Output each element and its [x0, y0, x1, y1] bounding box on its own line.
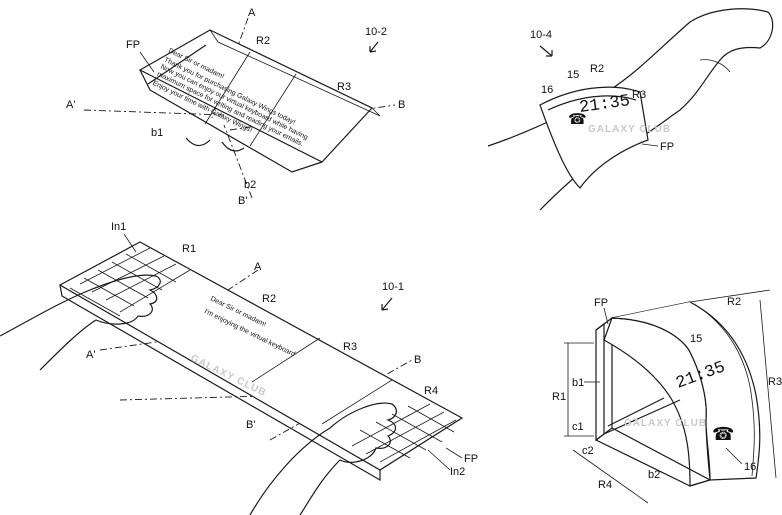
dim-r3	[759, 299, 777, 479]
label-b: B	[398, 99, 405, 111]
label-r3: R3	[768, 376, 782, 388]
axis-a-line	[211, 17, 249, 119]
label-c2: c2	[582, 445, 594, 457]
axis-a-prime-line	[83, 109, 225, 116]
label-b-prime: B'	[238, 195, 247, 207]
curved-display-front	[611, 301, 761, 481]
dim-r4	[572, 449, 649, 504]
label-16: 16	[744, 461, 756, 473]
figure-10-2: Dear Sir or madam! Thank you for purchas…	[66, 7, 405, 207]
axis-b-prime-line	[223, 124, 253, 199]
label-15: 15	[567, 69, 579, 81]
label-r2: R2	[590, 63, 604, 75]
label-r3: R3	[343, 341, 357, 353]
leader-fp	[641, 143, 659, 147]
ref-10-2: 10-2	[365, 26, 387, 38]
left-hand	[0, 274, 161, 371]
label-a-prime: A'	[66, 99, 75, 111]
figure-10-4: 21:35 ☎ GALAXY CLUB 10-4 16 15 R2 R3 FP	[487, 8, 774, 211]
phone-icon: ☎	[568, 111, 587, 128]
device-thickness	[59, 284, 381, 482]
diagonal-c1	[603, 399, 681, 435]
finger-line	[699, 59, 731, 73]
label-a: A	[248, 7, 256, 19]
ref-10-1: 10-1	[382, 281, 404, 293]
label-fp: FP	[594, 297, 608, 309]
diagonal-inner	[607, 397, 665, 427]
right-hand	[249, 402, 397, 515]
band-inner-edge	[547, 95, 637, 111]
label-r3: R3	[632, 89, 646, 101]
label-fp: FP	[126, 39, 140, 51]
rotate-arrow-right	[221, 141, 245, 152]
rotate-arrow-left	[185, 137, 211, 147]
label-r2: R2	[256, 35, 270, 47]
label-b2: b2	[244, 179, 256, 191]
watermark-top: GALAXY CLUB	[588, 124, 671, 135]
hinge-r2-r3	[251, 337, 321, 383]
label-r4: R4	[598, 479, 612, 491]
label-c1: c1	[572, 421, 584, 433]
label-fp: FP	[464, 453, 478, 465]
figure-10-1: Dear Sir or madam! I'm enjoying the virt…	[0, 221, 478, 515]
leader-in1	[123, 233, 137, 253]
phone-icon: ☎	[712, 424, 734, 444]
display-edge-line	[693, 303, 755, 477]
wrist-band	[539, 86, 649, 189]
label-r1: R1	[552, 391, 566, 403]
stand-left-inner	[595, 322, 605, 441]
leader-in2	[427, 449, 451, 471]
label-fp: FP	[660, 141, 674, 153]
dim-r2-ext	[689, 289, 771, 303]
label-a: A	[254, 261, 262, 273]
ref-10-4: 10-4	[530, 29, 552, 41]
label-r4: R4	[424, 385, 438, 397]
leader-fp	[445, 447, 463, 459]
label-r2: R2	[262, 293, 276, 305]
label-r1: R1	[182, 243, 196, 255]
label-in2: In2	[450, 466, 465, 478]
fold-bend-b1	[147, 44, 207, 85]
label-r3: R3	[337, 81, 351, 93]
label-16: 16	[541, 84, 553, 96]
label-r2: R2	[727, 296, 741, 308]
ref-arrow-10-4	[539, 45, 553, 57]
leader-fp	[139, 51, 155, 73]
label-15: 15	[690, 333, 702, 345]
right-key-grid	[351, 403, 457, 463]
label-b: B	[414, 354, 421, 366]
panel-edge	[209, 29, 381, 117]
label-a-prime: A'	[86, 349, 95, 361]
label-in1: In1	[111, 221, 126, 233]
watermark-stand: GALAXY CLUB	[624, 418, 707, 429]
label-b1: b1	[151, 127, 163, 139]
panel-thickness	[139, 69, 323, 173]
hinge-line-1	[204, 51, 251, 125]
hinge-r3-r4	[321, 379, 393, 425]
leader-fp	[603, 307, 609, 325]
base-panel	[595, 427, 712, 487]
label-b-prime: B'	[246, 419, 255, 431]
ref-arrow-10-2	[369, 41, 379, 53]
label-b2: b2	[648, 469, 660, 481]
ref-arrow-10-1	[381, 297, 393, 311]
keyboard-device	[58, 241, 464, 471]
label-b1: b1	[572, 377, 584, 389]
hinge-line-2	[249, 73, 297, 147]
leader-16	[725, 447, 743, 465]
figure-stand: 21:35 ☎ GALAXY CLUB FP R2 15 b1 R1 R3 c1…	[552, 289, 782, 504]
